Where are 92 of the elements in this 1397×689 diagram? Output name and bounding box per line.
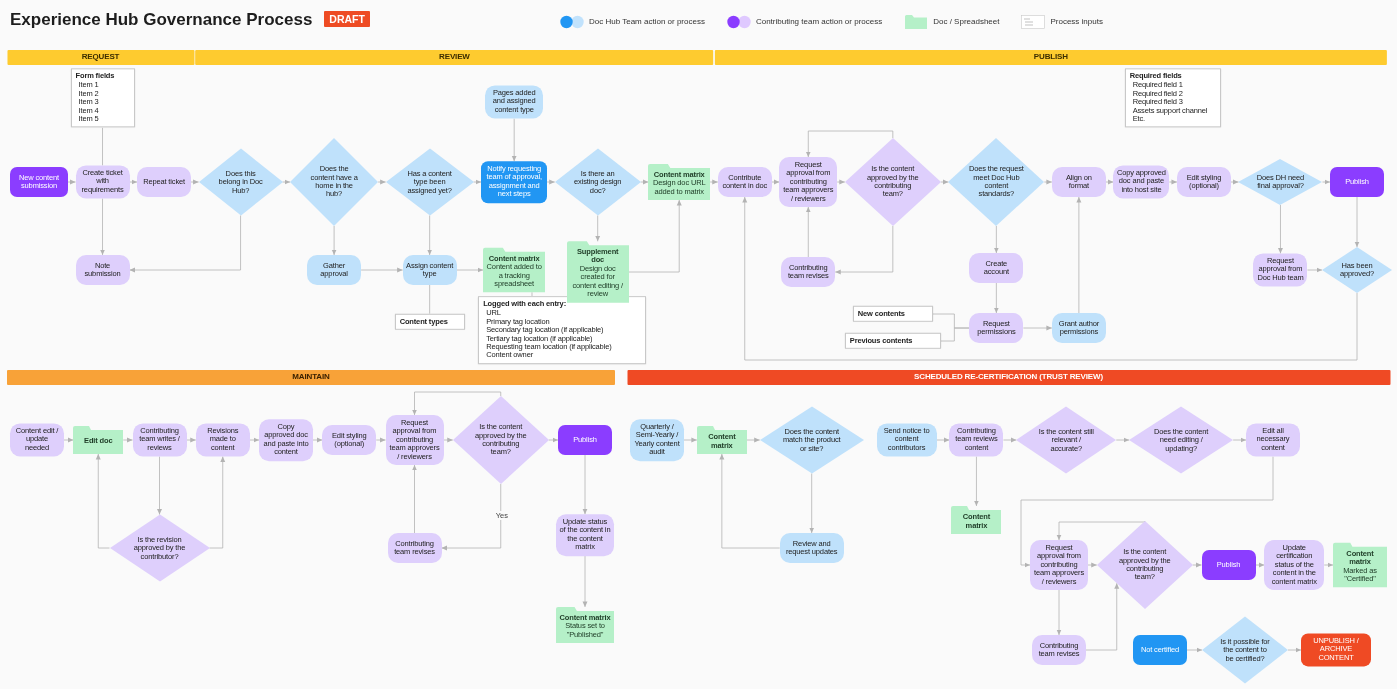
connector-arrow bbox=[1043, 179, 1053, 185]
terminal-box bbox=[558, 425, 612, 455]
process-box bbox=[387, 533, 442, 563]
connector-arrow bbox=[546, 179, 556, 185]
process-box bbox=[132, 423, 187, 457]
decision-diamond bbox=[1016, 406, 1117, 474]
phase-band bbox=[627, 370, 1390, 385]
decision-diamond bbox=[198, 148, 283, 216]
document-folder bbox=[483, 247, 546, 293]
decision-diamond bbox=[290, 138, 379, 226]
terminal-box bbox=[1330, 167, 1384, 197]
connector-arrow bbox=[190, 179, 199, 185]
process-box bbox=[195, 423, 250, 457]
legend-label: Contributing team action or process bbox=[755, 17, 883, 26]
connector-arrow bbox=[377, 179, 387, 185]
process-box bbox=[717, 167, 772, 197]
process-box bbox=[1176, 167, 1231, 197]
process-box bbox=[876, 423, 937, 457]
document-folder bbox=[696, 426, 747, 454]
connector-arrow bbox=[709, 179, 719, 185]
process-box bbox=[969, 253, 1024, 283]
connector-line bbox=[102, 127, 103, 166]
process-box bbox=[485, 85, 544, 119]
decision-diamond bbox=[844, 138, 941, 226]
process-box bbox=[75, 255, 130, 285]
decision-diamond bbox=[1096, 521, 1193, 609]
terminal-box bbox=[1301, 633, 1371, 667]
connector-arrow bbox=[1169, 179, 1178, 185]
legend-label: Process inputs bbox=[1050, 17, 1103, 26]
terminal-box bbox=[10, 167, 68, 197]
input-card bbox=[70, 68, 135, 128]
input-card bbox=[478, 296, 647, 364]
connector-arrow bbox=[640, 179, 649, 185]
phase-label: REQUEST bbox=[81, 53, 120, 62]
connector-arrow bbox=[129, 179, 138, 185]
input-card bbox=[844, 332, 941, 350]
phase-band bbox=[714, 50, 1387, 65]
phase-label: REVIEW bbox=[439, 53, 470, 62]
connector-line bbox=[940, 327, 970, 342]
phase-band bbox=[7, 50, 195, 65]
process-box bbox=[781, 257, 836, 287]
process-box bbox=[1133, 635, 1187, 665]
decision-diamond bbox=[1129, 406, 1234, 474]
process-box bbox=[322, 425, 377, 455]
decision-diamond bbox=[759, 406, 864, 474]
process-box bbox=[779, 533, 844, 563]
terminal-box bbox=[1201, 550, 1256, 580]
connector-arrow bbox=[940, 179, 949, 185]
document-folder bbox=[648, 163, 711, 201]
connector-arrow bbox=[1105, 179, 1114, 185]
decision-diamond bbox=[452, 396, 549, 484]
decision-diamond bbox=[1238, 159, 1323, 205]
decision-diamond bbox=[1202, 616, 1288, 684]
connector-arrow bbox=[771, 179, 780, 185]
connector-arrow bbox=[836, 179, 846, 185]
legend-label: Doc / Spreadsheet bbox=[933, 17, 1000, 26]
diagram-title: Experience Hub Governance Process bbox=[10, 10, 313, 30]
connector-arrow bbox=[473, 179, 482, 185]
document-folder bbox=[951, 506, 1002, 534]
status-badge: DRAFT bbox=[324, 11, 370, 27]
decision-diamond bbox=[948, 138, 1045, 226]
input-card bbox=[1124, 68, 1221, 128]
input-card bbox=[852, 305, 933, 323]
document-folder bbox=[566, 241, 629, 303]
process-box bbox=[402, 255, 457, 285]
process-box bbox=[969, 313, 1024, 343]
phase-band bbox=[195, 50, 714, 65]
phase-band bbox=[7, 370, 615, 385]
process-box bbox=[1051, 313, 1106, 343]
legend-label: Doc Hub Team action or process bbox=[589, 17, 705, 26]
process-box bbox=[1264, 540, 1325, 590]
process-box bbox=[1051, 167, 1106, 197]
input-card bbox=[394, 313, 465, 331]
decision-diamond bbox=[1322, 247, 1392, 293]
process-box bbox=[1032, 635, 1086, 665]
process-box bbox=[137, 167, 192, 197]
phase-label: MAINTAIN bbox=[292, 373, 330, 382]
process-box bbox=[307, 255, 362, 285]
connector-arrow bbox=[1230, 179, 1239, 185]
phase-label: SCHEDULED RE-CERTIFICATION (TRUST REVIEW) bbox=[914, 373, 1103, 382]
phase-label: PUBLISH bbox=[1033, 53, 1068, 62]
decision-diamond bbox=[385, 148, 474, 216]
connector-arrow bbox=[67, 179, 76, 185]
document-folder bbox=[1333, 542, 1387, 588]
decision-diamond bbox=[109, 514, 210, 582]
connector-arrow bbox=[1322, 179, 1331, 185]
decision-diamond bbox=[554, 148, 641, 216]
connector-arrow bbox=[282, 179, 291, 185]
document-folder bbox=[73, 426, 124, 454]
document-folder bbox=[556, 606, 614, 644]
connector-line bbox=[429, 284, 431, 315]
process-box bbox=[1246, 423, 1300, 457]
